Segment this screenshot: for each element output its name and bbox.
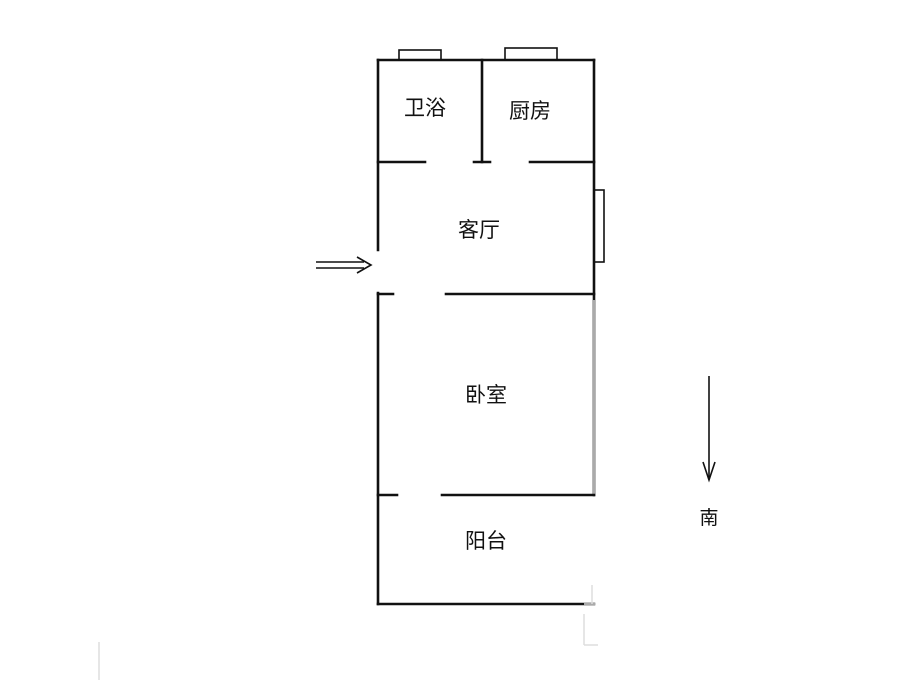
- room-label-kitchen: 厨房: [509, 99, 551, 123]
- bathroom-window: [398, 49, 442, 61]
- room-label-balcony: 阳台: [465, 529, 507, 553]
- arrow-down-icon: [702, 376, 716, 483]
- double-arrow-right-icon: [316, 256, 373, 274]
- compass-label: 南: [699, 507, 718, 529]
- room-label-bathroom: 卫浴: [404, 96, 446, 120]
- room-label-living-room: 客厅: [458, 218, 500, 242]
- kitchen-window: [504, 47, 558, 61]
- outer-walls: [376, 58, 596, 606]
- living-room-window: [593, 189, 605, 263]
- room-label-bedroom: 卧室: [465, 383, 507, 407]
